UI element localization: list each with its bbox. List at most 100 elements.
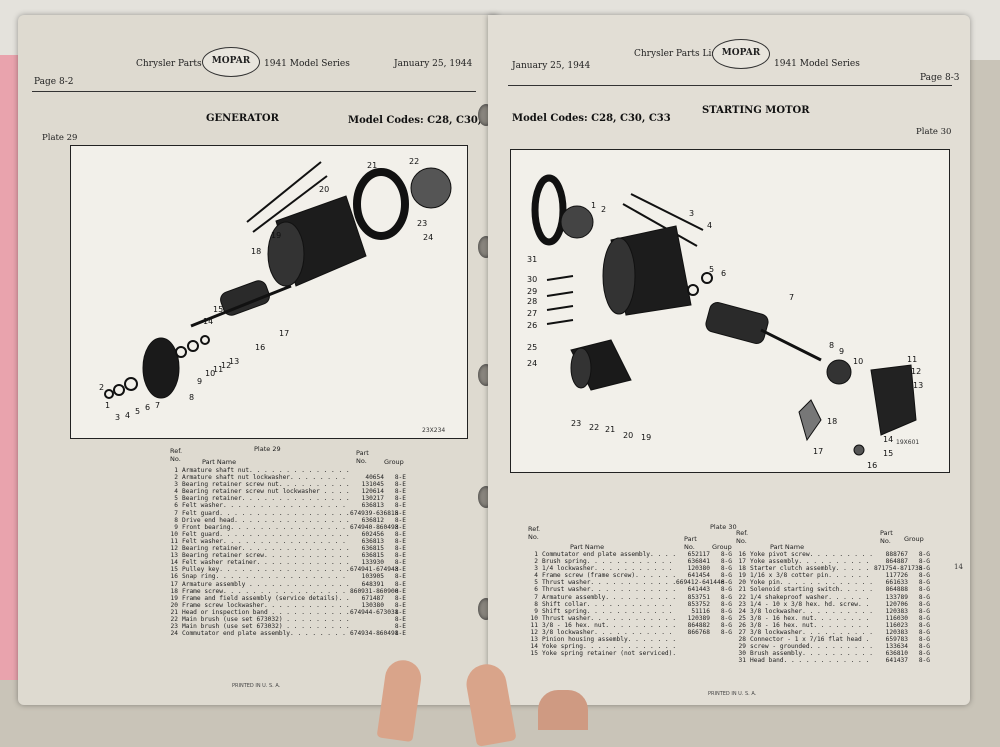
callout-3: 3 [689, 209, 694, 218]
callout-24: 24 [423, 233, 433, 242]
cell-part [350, 623, 384, 630]
cell-name: Yoke spring. . . . . . . . . . . . . . .… [542, 643, 676, 651]
table-row: 123/8 lockwasher. . . . . . . . . . . . … [526, 629, 732, 636]
cell-group: 8-G [720, 621, 732, 629]
callout-19: 19 [271, 231, 281, 240]
cell-ref: 12 [530, 629, 538, 637]
callout-12: 12 [221, 361, 231, 370]
cell-name: 3/8 - 16 hex. nut. . . . . . . . . . . .… [750, 614, 874, 622]
cell-ref: 29 [738, 643, 746, 651]
page-label: Page 8-3 [920, 73, 960, 83]
callout-23: 23 [571, 419, 581, 428]
header-date: January 25, 1944 [394, 59, 473, 69]
cell-part: 120389 [687, 614, 710, 622]
cell-ref: 3 [174, 481, 178, 489]
callout-1: 1 [105, 401, 110, 410]
cell-part: 133930 [361, 559, 384, 567]
cell-part: 103905 [361, 573, 384, 581]
callout-15: 15 [213, 305, 223, 314]
illustration-code: 23X234 [422, 427, 446, 434]
cell-ref: 26 [738, 621, 746, 629]
cell-group: 8-E [394, 608, 406, 616]
cell-name: 3/8 - 16 hex. nut. . . . . . . . . . . .… [750, 621, 874, 629]
cell-group: 8-G [918, 636, 930, 644]
cell-part: 864887 [885, 558, 908, 566]
section-title: GENERATOR [206, 113, 279, 124]
cell-part [350, 467, 384, 474]
cell-ref: 4 [534, 572, 538, 580]
cell-ref: 9 [534, 607, 538, 615]
table-caption: Plate 29 [254, 445, 281, 453]
cell-group: 8-G [720, 614, 732, 622]
callout-10: 10 [853, 357, 863, 366]
cell-group [710, 643, 732, 650]
cell-group: 8-G [918, 593, 930, 601]
callout-22: 22 [409, 157, 419, 166]
cell-ref: 8 [174, 516, 178, 524]
cell-ref: 8 [534, 600, 538, 608]
cell-part: 120614 [361, 488, 384, 496]
cell-part: 860931-860900 [350, 587, 399, 595]
page-label: Page 8-2 [34, 77, 74, 87]
cell-ref: 24 [738, 607, 746, 615]
model-codes: Model Codes: C28, C30, C33 [348, 115, 507, 126]
cell-ref: 2 [174, 474, 178, 482]
group-header: Group [712, 543, 732, 551]
cell-group: 8-E [394, 559, 406, 567]
cell-ref: 7 [534, 593, 538, 601]
table-caption: Plate 30 [710, 523, 737, 531]
cell-group: 8-E [394, 545, 406, 553]
cell-ref: 22 [738, 593, 746, 601]
cell-ref: 6 [534, 586, 538, 594]
callout-24: 24 [527, 359, 537, 368]
callout-28: 28 [527, 297, 537, 306]
callout-2: 2 [99, 383, 104, 392]
cell-ref: 6 [174, 502, 178, 510]
plate-label: Plate 29 [42, 133, 78, 143]
cell-group: 8-E [394, 509, 406, 517]
callout-23: 23 [417, 219, 427, 228]
table-row: 25 3/8 - 16 hex. nut. . . . . . . . . . .… [734, 615, 930, 622]
table-row: 26 3/8 - 16 hex. nut. . . . . . . . . . .… [734, 622, 930, 629]
cell-group: 8-G [918, 657, 930, 665]
cell-part: 674944-673031 [350, 608, 399, 616]
cell-ref: 25 [738, 614, 746, 622]
callout-11: 11 [213, 365, 223, 374]
cell-group: 8-E [394, 573, 406, 581]
cell-ref: 10 [170, 530, 178, 538]
cell-part: 674934-860491 [350, 630, 399, 638]
cell-group: 8-G [720, 593, 732, 601]
cell-group: 8-G [918, 650, 930, 658]
cell-ref: 9 [174, 523, 178, 531]
callout-31: 31 [527, 255, 537, 264]
cell-part: 864888 [885, 586, 908, 594]
callout-18: 18 [827, 417, 837, 426]
table-row: 221/4 shakeproof washer. . . . . . . . .… [734, 594, 930, 601]
model-codes: Model Codes: C28, C30, C33 [512, 113, 671, 124]
cell-ref: 24 [170, 630, 178, 638]
callout-27: 27 [527, 309, 537, 318]
ref-header-2: Ref. No. [736, 529, 749, 545]
cell-group: 8-G [720, 565, 732, 573]
callout-2: 2 [601, 205, 606, 214]
cell-group: 8-E [394, 552, 406, 560]
cell-ref: 5 [534, 579, 538, 587]
cell-part: 636815 [361, 552, 384, 560]
section-title: STARTING MOTOR [702, 105, 810, 116]
cell-part: 871754-871735 [874, 565, 923, 573]
callout-18: 18 [251, 247, 261, 256]
